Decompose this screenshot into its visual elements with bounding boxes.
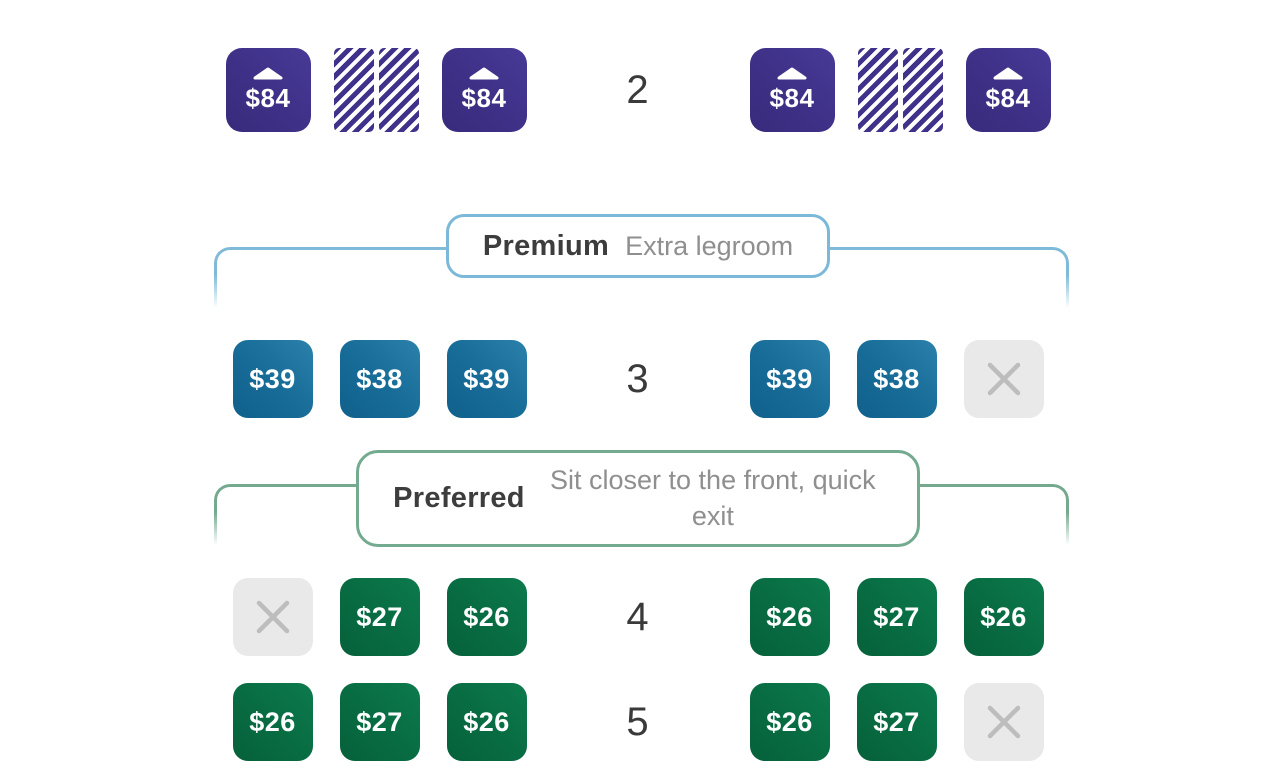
seat-price: $26 — [766, 706, 813, 737]
hatch-pattern — [333, 48, 374, 132]
seat-price: $84 — [769, 82, 815, 113]
hatch-pattern — [902, 48, 943, 132]
seat[interactable]: $84 — [225, 48, 311, 132]
seat-price: $26 — [463, 601, 510, 632]
seat-row-2: $84 $84 2 $84 $84 — [0, 48, 1276, 132]
row-number: 2 — [626, 67, 650, 112]
unavailable-seat — [963, 683, 1044, 761]
seat[interactable]: $84 — [749, 48, 835, 132]
seat[interactable]: $38 — [339, 340, 420, 418]
seat[interactable]: $38 — [856, 340, 937, 418]
section-subtitle: Sit closer to the front, quick exit — [550, 464, 876, 531]
hatch-pattern — [378, 48, 419, 132]
seat[interactable]: $27 — [339, 683, 420, 761]
up-arrow-icon — [993, 67, 1023, 79]
seat[interactable]: $26 — [749, 578, 830, 656]
section-title: Premium — [482, 229, 610, 262]
seat-bank-left: $26 $27 $26 — [232, 683, 527, 761]
unavailable-seat — [232, 578, 313, 656]
up-arrow-icon — [253, 67, 283, 79]
seat[interactable]: $26 — [446, 578, 527, 656]
seat-price: $27 — [873, 706, 920, 737]
seat[interactable]: $84 — [441, 48, 527, 132]
seat[interactable]: $26 — [232, 683, 313, 761]
row-number: 5 — [626, 699, 650, 744]
seat[interactable]: $27 — [339, 578, 420, 656]
blocked-seat — [333, 48, 419, 132]
seat-bank-right: $39 $38 — [749, 340, 1044, 418]
seat[interactable]: $27 — [856, 578, 937, 656]
seat-price: $26 — [980, 601, 1027, 632]
seat[interactable]: $27 — [856, 683, 937, 761]
preferred-section-label-wrap: Preferred Sit closer to the front, quick… — [0, 450, 1276, 547]
seat-price: $26 — [766, 601, 813, 632]
up-arrow-icon — [777, 67, 807, 79]
seat-price: $26 — [249, 706, 296, 737]
seat-row-4: $27 $26 4 $26 $27 $26 — [0, 578, 1276, 656]
seat-price: $84 — [985, 82, 1031, 113]
preferred-section-label: Preferred Sit closer to the front, quick… — [356, 450, 920, 547]
seat-price: $39 — [463, 363, 510, 394]
seat-price: $39 — [249, 363, 296, 394]
up-arrow-icon — [469, 67, 499, 79]
section-subtitle: Extra legroom — [625, 230, 794, 261]
seat-price: $38 — [356, 363, 403, 394]
seat-price: $38 — [873, 363, 920, 394]
seat-price: $26 — [463, 706, 510, 737]
seat[interactable]: $39 — [749, 340, 830, 418]
seat-bank-right: $26 $27 — [749, 683, 1044, 761]
seat-bank-left: $84 $84 — [225, 48, 527, 132]
seat-row-3: $39 $38 $39 3 $39 $38 — [0, 340, 1276, 418]
seat[interactable]: $84 — [965, 48, 1051, 132]
seat[interactable]: $26 — [446, 683, 527, 761]
seat-price: $84 — [461, 82, 507, 113]
seat-bank-right: $84 $84 — [749, 48, 1051, 132]
seat[interactable]: $26 — [749, 683, 830, 761]
seat[interactable]: $26 — [963, 578, 1044, 656]
section-title: Preferred — [393, 482, 525, 514]
row-number: 3 — [626, 356, 650, 401]
seat-bank-left: $39 $38 $39 — [232, 340, 527, 418]
x-icon — [987, 362, 1020, 396]
hatch-pattern — [857, 48, 898, 132]
x-icon — [256, 600, 289, 634]
seat-row-5: $26 $27 $26 5 $26 $27 — [0, 683, 1276, 761]
seat-price: $27 — [873, 601, 920, 632]
premium-section-label-wrap: Premium Extra legroom — [0, 214, 1276, 278]
x-icon — [987, 705, 1020, 739]
seat-price: $27 — [356, 601, 403, 632]
seat[interactable]: $39 — [232, 340, 313, 418]
seat[interactable]: $39 — [446, 340, 527, 418]
seat-bank-left: $27 $26 — [232, 578, 527, 656]
seat-price: $27 — [356, 706, 403, 737]
premium-section-label: Premium Extra legroom — [445, 214, 831, 278]
unavailable-seat — [963, 340, 1044, 418]
seat-bank-right: $26 $27 $26 — [749, 578, 1044, 656]
seat-price: $84 — [245, 82, 291, 113]
blocked-seat — [857, 48, 943, 132]
row-number: 4 — [626, 594, 650, 639]
seat-price: $39 — [766, 363, 813, 394]
